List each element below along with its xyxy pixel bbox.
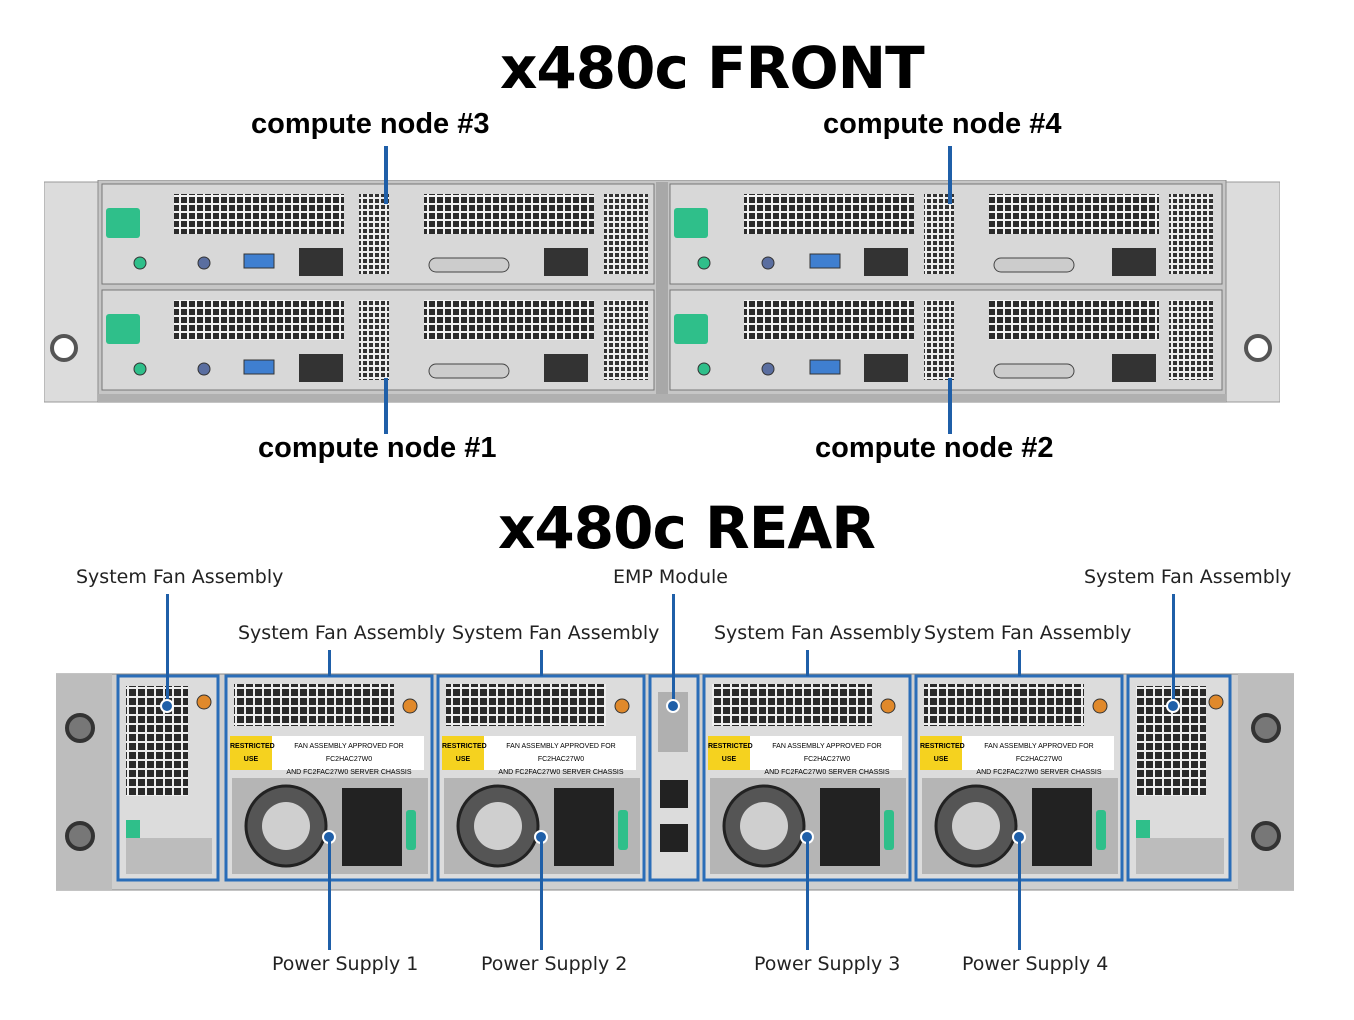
callout-line-fan-1: [328, 650, 331, 676]
fan-outer-right: [1126, 674, 1232, 882]
callout-line-node-3: [384, 146, 388, 204]
label-fan-2: System Fan Assembly: [452, 622, 660, 644]
rear-title: x480c REAR: [498, 494, 876, 562]
callout-line-fan-3: [806, 650, 809, 676]
rear-chassis-diagram: [56, 673, 1294, 891]
label-fan-outer-right: System Fan Assembly: [1084, 566, 1292, 588]
label-fan-4: System Fan Assembly: [924, 622, 1132, 644]
callout-line-psu-1: [328, 840, 331, 950]
callout-line-psu-4: [1018, 840, 1021, 950]
psu-bay-2: [436, 674, 646, 882]
front-title: x480c FRONT: [500, 34, 925, 102]
label-power-supply-3: Power Supply 3: [754, 953, 901, 975]
node-2-slot: [669, 289, 1223, 391]
callout-line-emp: [672, 594, 675, 704]
label-compute-node-3: compute node #3: [251, 108, 490, 140]
label-emp-module: EMP Module: [613, 566, 728, 588]
callout-line-node-4: [948, 146, 952, 204]
label-compute-node-1: compute node #1: [258, 432, 497, 464]
label-power-supply-1: Power Supply 1: [272, 953, 419, 975]
callout-dot-emp: [666, 699, 680, 713]
psu-bay-3: [702, 674, 912, 882]
label-compute-node-2: compute node #2: [815, 432, 1054, 464]
callout-line-psu-3: [806, 840, 809, 950]
callout-line-node-2: [948, 378, 952, 434]
label-power-supply-4: Power Supply 4: [962, 953, 1109, 975]
callout-dot-fan-outer-right: [1166, 699, 1180, 713]
callout-line-fan-4: [1018, 650, 1021, 676]
front-chassis-diagram: [44, 180, 1280, 403]
callout-line-psu-2: [540, 840, 543, 950]
callout-line-fan-2: [540, 650, 543, 676]
label-fan-outer-left: System Fan Assembly: [76, 566, 284, 588]
callout-line-node-1: [384, 378, 388, 434]
label-fan-3: System Fan Assembly: [714, 622, 922, 644]
node-4-slot: [669, 183, 1223, 285]
label-fan-1: System Fan Assembly: [238, 622, 446, 644]
callout-line-fan-outer-right: [1172, 594, 1175, 704]
callout-dot-fan-outer-left: [160, 699, 174, 713]
node-1-slot: [101, 289, 655, 391]
label-power-supply-2: Power Supply 2: [481, 953, 628, 975]
callout-line-fan-outer-left: [166, 594, 169, 704]
node-3-slot: [101, 183, 655, 285]
label-compute-node-4: compute node #4: [823, 108, 1062, 140]
